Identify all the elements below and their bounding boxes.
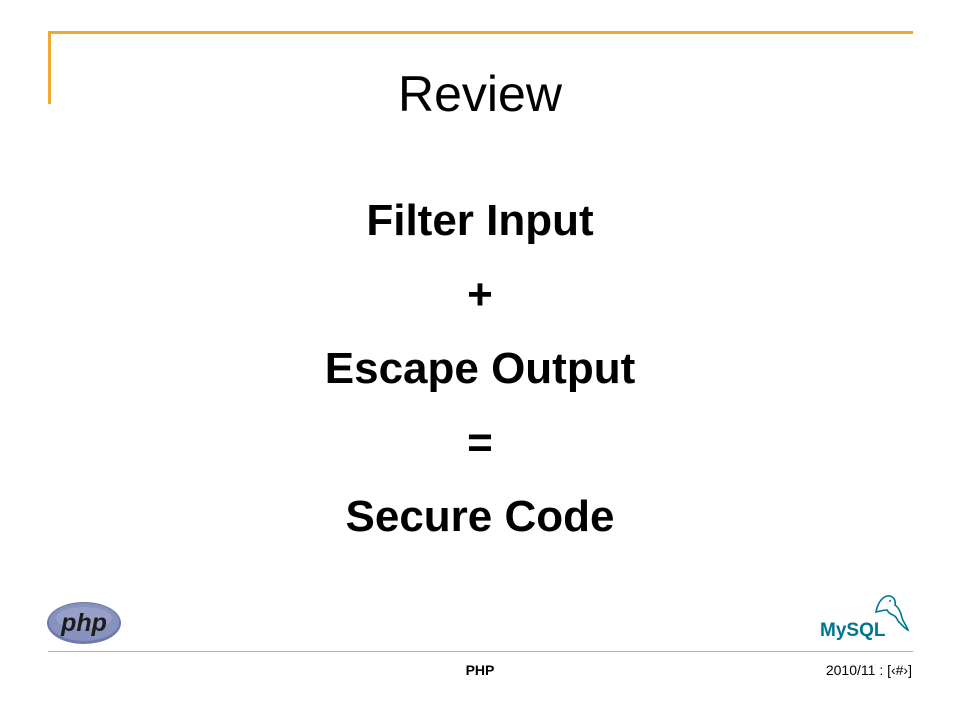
mysql-logo-icon: MySQL — [820, 595, 910, 641]
mysql-logo-text: MySQL — [820, 620, 886, 641]
body-line-plus: + — [467, 270, 493, 319]
body-line-filter-input: Filter Input — [366, 196, 594, 245]
body-line-escape-output: Escape Output — [324, 344, 636, 393]
php-logo-text: php — [60, 609, 107, 637]
slide-title: Review — [398, 66, 562, 122]
footer-rule — [48, 651, 913, 652]
slide-body: Filter Input + Escape Output = Secure Co… — [0, 184, 960, 554]
frame-left-line — [48, 31, 51, 104]
frame-top-line — [48, 31, 913, 34]
php-logo-icon: php — [47, 602, 121, 644]
footer-center-text: PHP — [465, 662, 495, 678]
body-line-secure-code: Secure Code — [345, 492, 615, 541]
footer-date-page: 2010/11 : [‹#›] — [825, 662, 912, 678]
body-line-equals: = — [467, 418, 493, 467]
